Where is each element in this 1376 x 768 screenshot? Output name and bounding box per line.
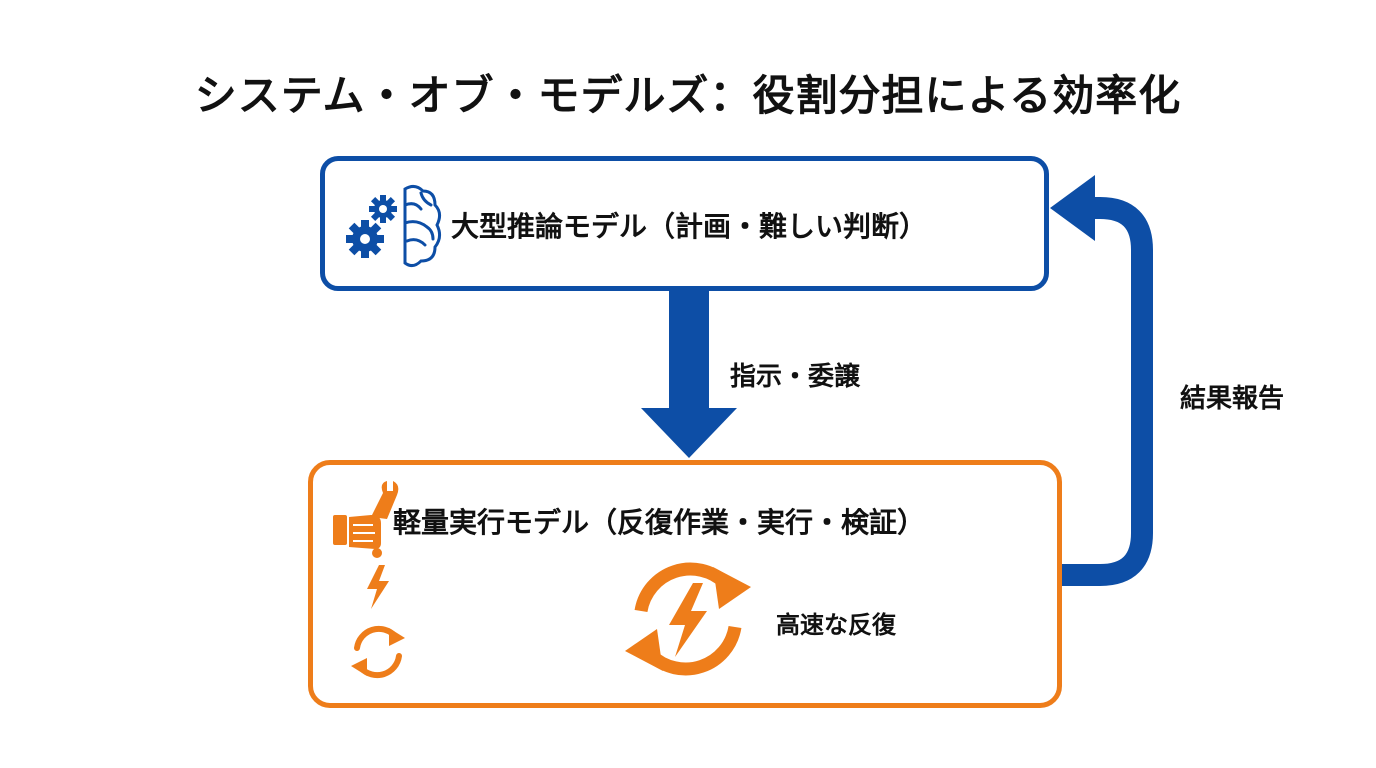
brain-gears-icon	[346, 184, 442, 268]
report-label: 結果報告	[1180, 384, 1285, 414]
cycle-arrows-icon	[351, 625, 405, 679]
large-model-box: 大型推論モデル（計画・難しい判断）	[320, 156, 1049, 291]
delegate-arrow	[641, 290, 737, 458]
large-model-label: 大型推論モデル（計画・難しい判断）	[451, 210, 928, 243]
light-model-label: 軽量実行モデル（反復作業・実行・検証）	[393, 506, 926, 539]
report-arrow	[1050, 175, 1153, 586]
light-model-box: 軽量実行モデル（反復作業・実行・検証） 高速な反復	[308, 460, 1062, 708]
lightning-icon	[367, 565, 389, 609]
rapid-iteration-label: 高速な反復	[776, 611, 896, 639]
rapid-cycle-icon	[625, 562, 751, 676]
wrench-hand-icon	[333, 481, 399, 558]
delegate-label: 指示・委譲	[730, 362, 861, 392]
page-title: システム・オブ・モデルズ：役割分担による効率化	[194, 71, 1182, 120]
